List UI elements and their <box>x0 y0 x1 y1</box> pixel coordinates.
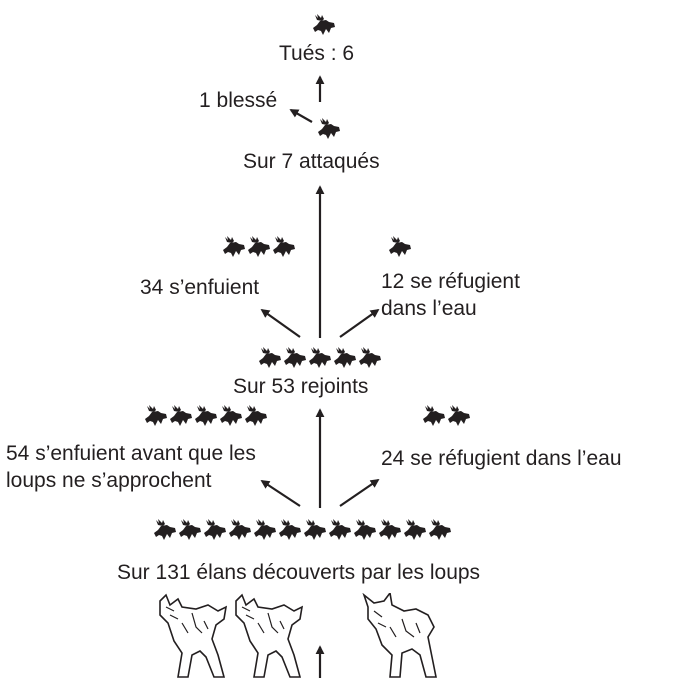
arrow-icon <box>260 308 301 338</box>
water-12-label-line2: dans l’eau <box>381 297 477 320</box>
attacked-label: Sur 7 attaqués <box>243 150 380 173</box>
moose-icon <box>248 236 270 257</box>
moose-icon <box>223 236 245 257</box>
arrow-icon <box>339 308 380 338</box>
moose-icon <box>254 519 276 540</box>
moose-icon <box>329 519 351 540</box>
fled-34-moose-group <box>222 236 296 258</box>
joined-label: Sur 53 rejoints <box>233 375 369 398</box>
attacked-moose-group <box>317 118 341 140</box>
arrow-icon <box>289 109 313 123</box>
moose-icon <box>309 347 331 368</box>
moose-icon <box>195 405 217 426</box>
fled-34-label: 34 s’enfuient <box>140 276 260 299</box>
wolf-icon <box>235 593 304 678</box>
moose-icon <box>404 519 426 540</box>
water-24-label: 24 se réfugient dans l’eau <box>381 447 622 470</box>
moose-icon <box>313 14 335 35</box>
moose-icon <box>359 347 381 368</box>
water-24-moose-group <box>422 405 471 427</box>
wolf-icon <box>159 593 228 678</box>
joined-moose-group <box>258 347 382 369</box>
killed-moose-group <box>312 14 336 36</box>
moose-icon <box>220 405 242 426</box>
water-12-moose-group <box>388 236 412 258</box>
moose-icon <box>334 347 356 368</box>
moose-icon <box>273 236 295 257</box>
moose-icon <box>284 347 306 368</box>
moose-icon <box>304 519 326 540</box>
moose-icon <box>179 519 201 540</box>
moose-icon <box>259 347 281 368</box>
moose-icon <box>318 118 340 139</box>
moose-icon <box>170 405 192 426</box>
discovered-label: Sur 131 élans découverts par les loups <box>117 561 481 584</box>
moose-icon <box>145 405 167 426</box>
water-12-label-line1: 12 se réfugient <box>381 270 520 293</box>
moose-icon <box>279 519 301 540</box>
arrow-icon <box>339 478 380 507</box>
discovered-moose-group <box>153 519 452 541</box>
moose-icon <box>448 405 470 426</box>
moose-icon <box>354 519 376 540</box>
fled-54-label-line1: 54 s’enfuient avant que les <box>6 442 256 465</box>
moose-icon <box>204 519 226 540</box>
fled-54-label-line2: loups ne s’approchent <box>6 469 212 492</box>
wounded-label: 1 blessé <box>199 89 278 112</box>
arrow-icon <box>260 480 301 507</box>
moose-icon <box>379 519 401 540</box>
moose-icon <box>245 405 267 426</box>
moose-icon <box>429 519 451 540</box>
fled-54-moose-group <box>144 405 268 427</box>
moose-icon <box>423 405 445 426</box>
wolves-group <box>159 593 437 678</box>
killed-label: Tués : 6 <box>279 42 355 65</box>
wolf-icon <box>362 593 437 678</box>
moose-icon <box>389 236 411 257</box>
moose-icon <box>229 519 251 540</box>
moose-icon <box>154 519 176 540</box>
